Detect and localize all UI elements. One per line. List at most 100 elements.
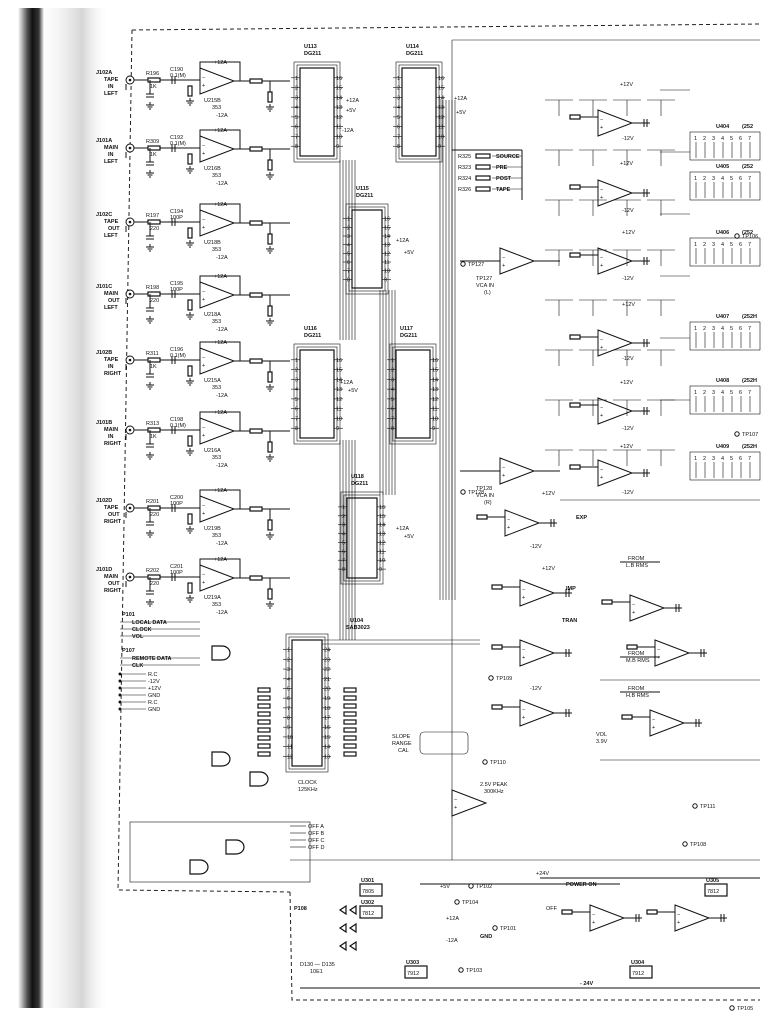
feedback-wire bbox=[199, 275, 241, 296]
switch-ref: U113 bbox=[304, 44, 317, 50]
pin-number: 13 bbox=[384, 243, 390, 249]
input-resistor bbox=[147, 427, 161, 433]
analog-switch-ic bbox=[299, 349, 335, 439]
input-resistor-value: 220 bbox=[150, 581, 159, 587]
pin-number: 9 bbox=[336, 144, 339, 150]
op-amp-part: 353 bbox=[212, 602, 221, 608]
op-amp-symbol bbox=[199, 209, 236, 237]
regulator-ic bbox=[359, 883, 383, 897]
input-resistor-value: 1K bbox=[150, 84, 157, 90]
decoder-ref: U104 bbox=[350, 618, 364, 624]
output-shunt-resistor bbox=[267, 371, 273, 383]
switch-part: DG211 bbox=[400, 333, 417, 339]
decoder-resistor bbox=[257, 695, 271, 701]
pin-number: 17 bbox=[324, 716, 330, 722]
pin-number: 11 bbox=[336, 407, 342, 413]
filter-resistor bbox=[476, 514, 488, 520]
op-amp-symbol bbox=[199, 135, 236, 163]
pin-number: 7 bbox=[347, 269, 350, 275]
pin-number: 5 bbox=[287, 686, 290, 692]
op-amp-plus: + bbox=[677, 920, 680, 926]
filter-op-amp bbox=[519, 639, 556, 667]
selector-resistor-ref: R323 bbox=[458, 165, 471, 171]
op-amp-minus: − bbox=[202, 75, 205, 81]
op-amp-minus: − bbox=[592, 912, 595, 918]
pin-number: 4 bbox=[295, 387, 298, 393]
pin-number: 6 bbox=[347, 260, 350, 266]
input-resistor bbox=[147, 505, 161, 511]
switch-rail: +12A bbox=[454, 96, 467, 102]
input-capacitor-value: 100P bbox=[170, 501, 183, 507]
rail-negative: -12A bbox=[216, 113, 228, 119]
switch-ref: U118 bbox=[351, 474, 364, 480]
pin-number: 12 bbox=[384, 251, 390, 257]
pin-number: 2 bbox=[342, 514, 345, 520]
pin-number: 5 bbox=[391, 397, 394, 403]
output-shunt-resistor bbox=[267, 305, 273, 317]
analog-switch-ic-frame bbox=[392, 346, 434, 442]
meter-pin: 2 bbox=[703, 390, 706, 396]
regulator-ref: U301 bbox=[361, 878, 374, 884]
meter-pin: 7 bbox=[748, 136, 751, 142]
rail-label: -12V bbox=[622, 136, 634, 142]
vca-side: (L) bbox=[484, 290, 491, 296]
pin-number: 16 bbox=[336, 76, 342, 82]
op-amp-minus: − bbox=[600, 187, 603, 193]
meter-pin: 2 bbox=[703, 326, 706, 332]
input-jack-line1: TAPE bbox=[104, 77, 119, 83]
rail-label: +12V bbox=[620, 380, 633, 386]
filter-op-amp bbox=[597, 329, 634, 357]
op-amp-minus: − bbox=[202, 143, 205, 149]
op-amp-plus: + bbox=[522, 715, 525, 721]
meter-ic-ref: U404 bbox=[716, 124, 730, 130]
connector-pin: -12V bbox=[148, 679, 160, 685]
input-capacitor-ref: C198 bbox=[170, 417, 183, 423]
meter-block bbox=[689, 131, 761, 161]
rms-source: L.B RMS bbox=[626, 563, 648, 569]
meter-ic-part: (252 bbox=[742, 164, 753, 170]
pin-number: 11 bbox=[432, 407, 438, 413]
vca-label: VCA IN bbox=[476, 283, 494, 289]
input-resistor-ref: R198 bbox=[146, 285, 159, 291]
pin-number: 13 bbox=[432, 387, 438, 393]
pin-number: 7 bbox=[295, 416, 298, 422]
vol-label: VOL bbox=[596, 732, 607, 738]
input-capacitor-ref: C200 bbox=[170, 495, 183, 501]
test-point-label: TP109 bbox=[496, 676, 512, 682]
connector-p101: P101 bbox=[122, 612, 135, 618]
rail-negative: -12A bbox=[216, 393, 228, 399]
bridge-diode bbox=[338, 922, 347, 934]
output-resistor bbox=[249, 78, 263, 84]
op-amp-minus: − bbox=[202, 503, 205, 509]
meter-ic-part: (252H bbox=[742, 444, 757, 450]
exp-label: EXP bbox=[576, 515, 587, 521]
rail-label: -12V bbox=[622, 208, 634, 214]
input-jack-line2: IN bbox=[108, 84, 114, 90]
op-amp-plus: + bbox=[202, 580, 205, 586]
input-resistor-ref: R313 bbox=[146, 421, 159, 427]
rail-label: +12V bbox=[622, 302, 635, 308]
filter-op-amp bbox=[597, 109, 634, 137]
connector-pin: GND bbox=[148, 707, 160, 713]
rail-negative: -12A bbox=[216, 610, 228, 616]
input-capacitor-ref: C190 bbox=[170, 67, 183, 73]
meter-pin: 3 bbox=[712, 456, 715, 462]
op-amp-plus: + bbox=[600, 413, 603, 419]
rail-positive: +12A bbox=[214, 488, 227, 494]
selector-name: PRE bbox=[496, 165, 508, 171]
pin-number: 1 bbox=[391, 358, 394, 364]
rms-source: M.B RMS bbox=[626, 658, 650, 664]
decoder-resistor bbox=[343, 711, 357, 717]
op-amp-symbol bbox=[199, 67, 236, 95]
pin-number: 24 bbox=[324, 648, 330, 654]
pin-number: 7 bbox=[295, 134, 298, 140]
pin-number: 5 bbox=[342, 540, 345, 546]
filter-op-amp bbox=[597, 179, 634, 207]
meter-pin: 2 bbox=[703, 456, 706, 462]
connector-pin: R.C bbox=[148, 700, 158, 706]
pin-number: 14 bbox=[438, 95, 444, 101]
analog-switch-ic-frame bbox=[296, 64, 338, 160]
pin-number: 16 bbox=[384, 217, 390, 223]
op-amp-minus: − bbox=[600, 337, 603, 343]
